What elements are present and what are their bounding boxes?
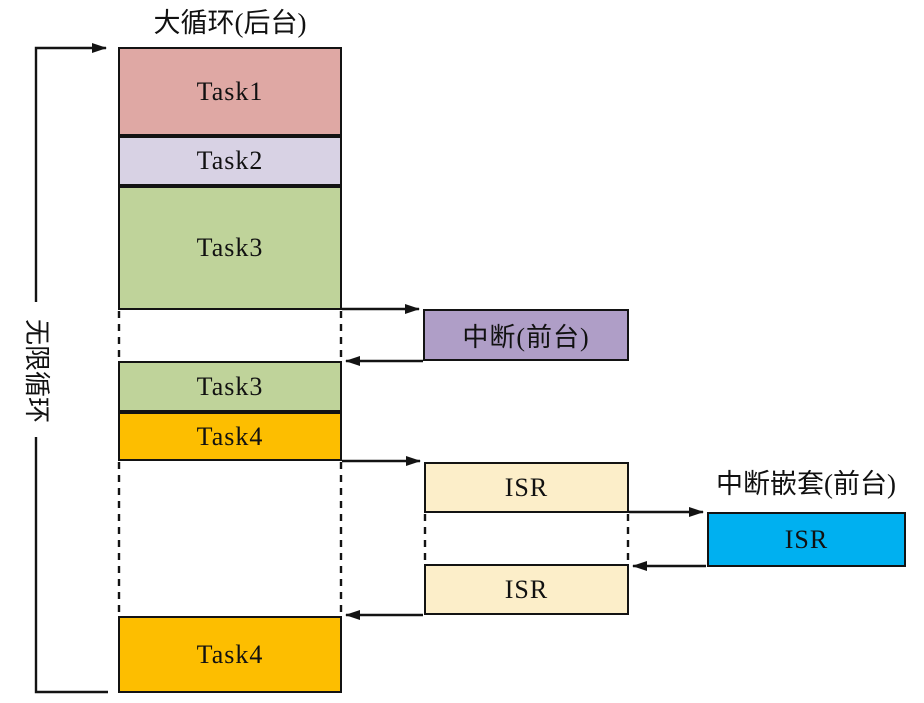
task2-label: Task2 [196,146,264,175]
isr1-box: ISR [424,462,629,513]
task4-resume-box: Task4 [118,616,342,693]
nested-isr-box: ISR [707,512,906,567]
task4-label: Task4 [196,421,264,451]
task3-box: Task3 [118,186,342,310]
task4-resume-label: Task4 [196,639,264,669]
task3-label: Task3 [196,233,264,262]
task1-box: Task1 [118,47,342,136]
loop-restart-arrow [34,43,107,302]
task4-box: Task4 [118,412,342,461]
isr1-resume-label: ISR [504,574,549,604]
interrupt-foreground-label: 中断(前台) [462,322,590,352]
task3-resume-label: Task3 [196,371,264,401]
loop-return-line [34,437,108,694]
nested-isr-label: ISR [784,524,829,554]
isr1-label: ISR [504,472,549,502]
isr1-resume-box: ISR [424,564,629,615]
task2-box: Task2 [118,136,342,186]
infinite-loop-label: 无限循环 [22,318,51,423]
task3-resume-box: Task3 [118,361,342,412]
background-loop-title: 大循环(后台) [153,8,307,38]
task1-label: Task1 [196,76,264,106]
interrupt-foreground-box: 中断(前台) [423,309,629,361]
nested-interrupt-title: 中断嵌套(前台) [716,469,896,499]
